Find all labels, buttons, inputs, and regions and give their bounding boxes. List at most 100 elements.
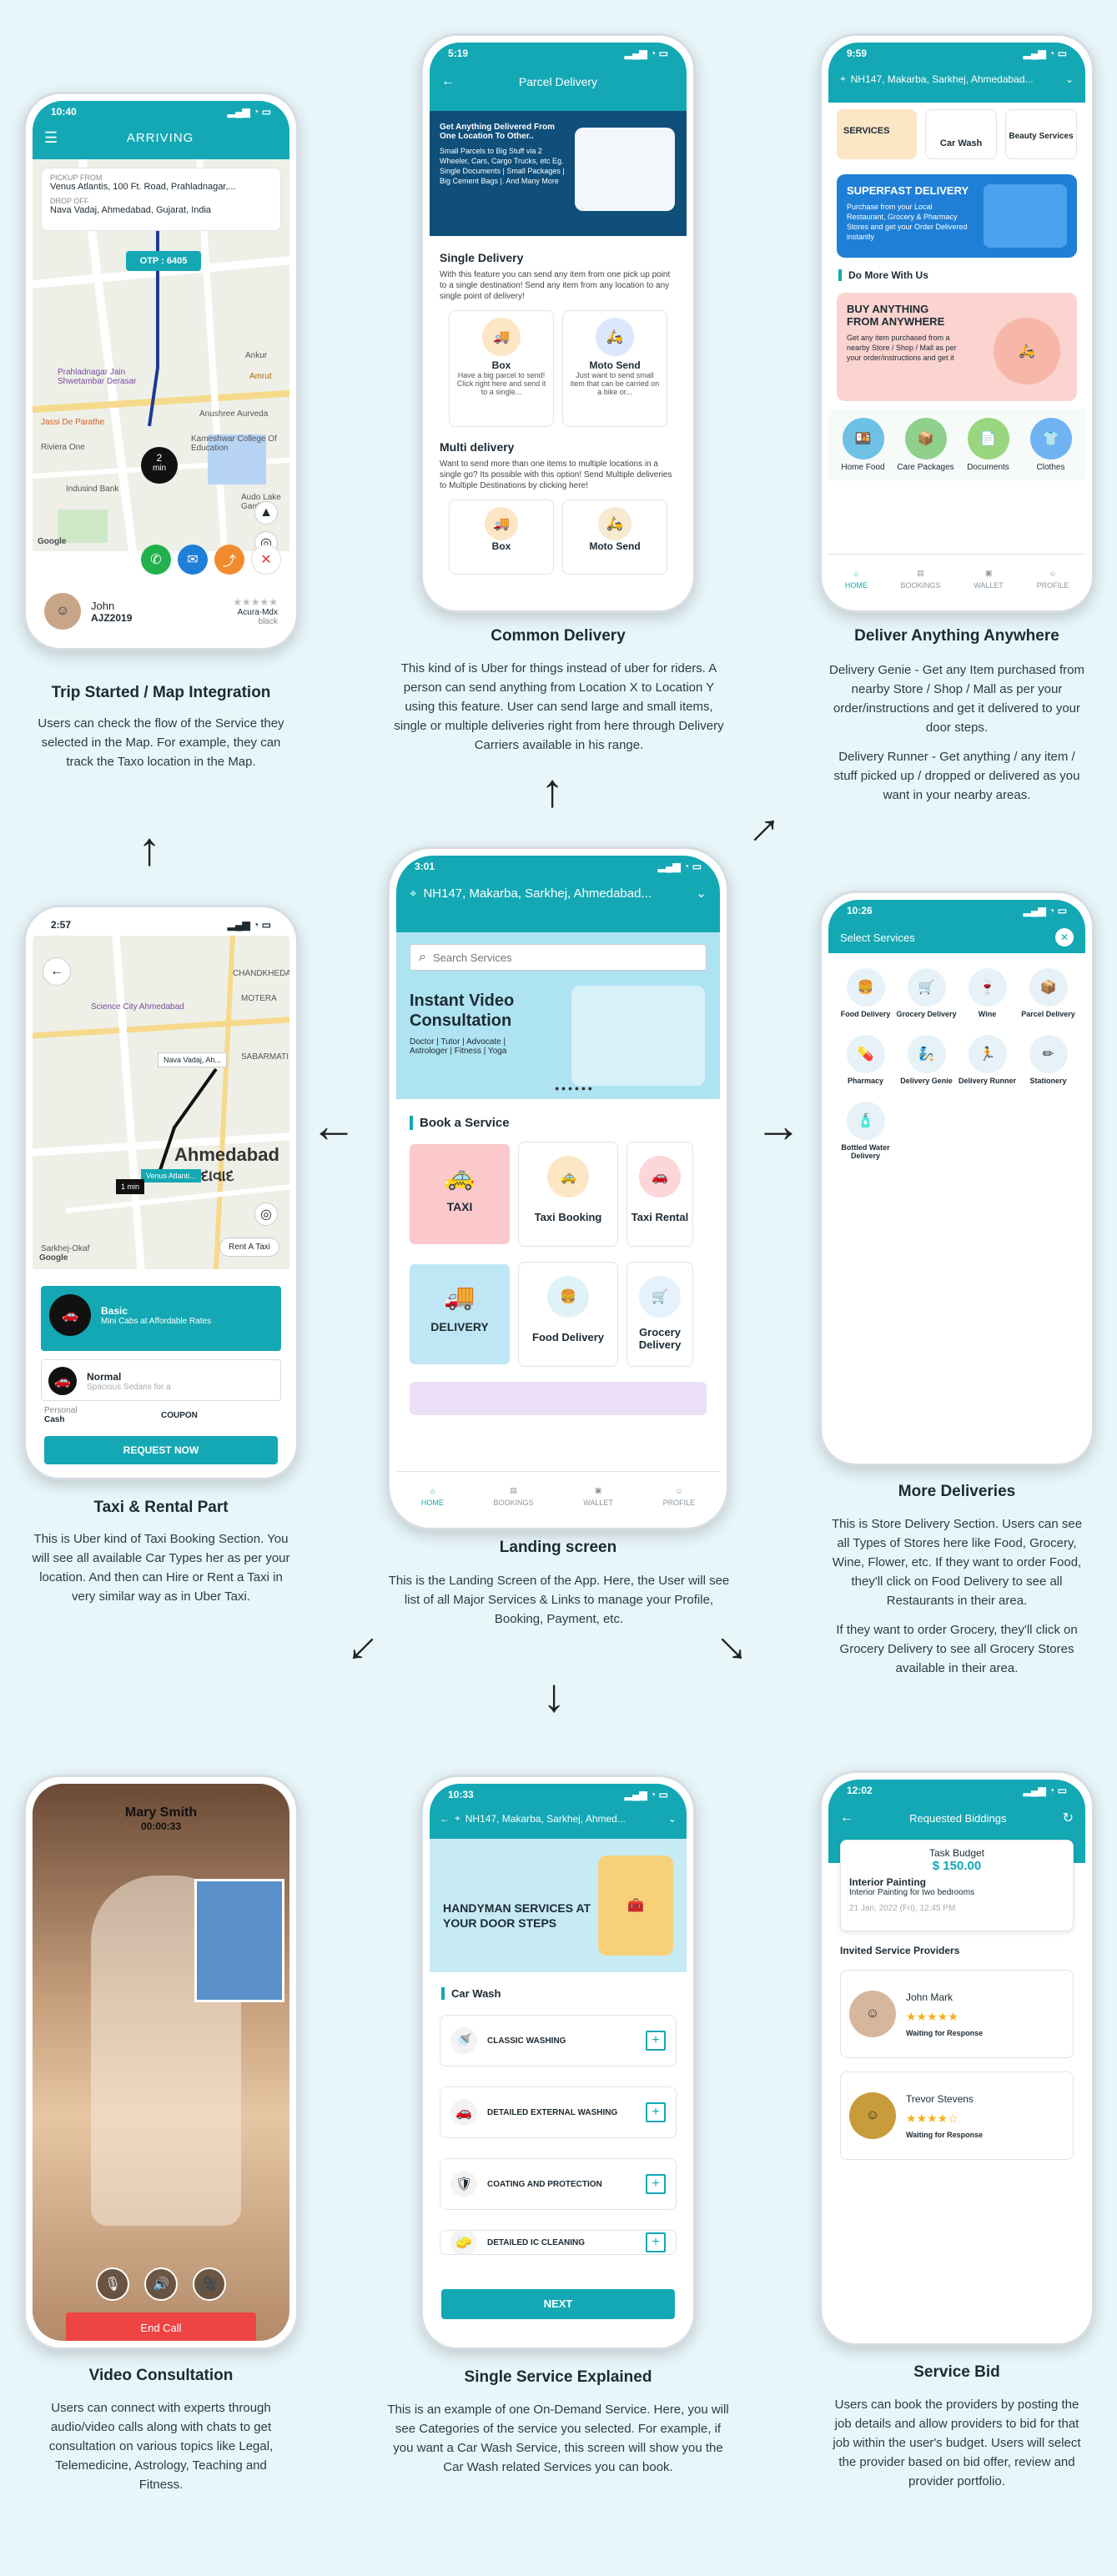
multi-moto-option[interactable]: 🛵 Moto Send xyxy=(562,500,667,575)
search-input[interactable] xyxy=(432,951,697,964)
locate-icon[interactable]: ◎ xyxy=(254,1203,278,1226)
parcel-phone: 5:19▂▄▆ ◔ ▭ ← Parcel Delivery Get Anythi… xyxy=(420,33,696,613)
service-bottled-water[interactable]: 🧴Bottled Water Delivery xyxy=(835,1102,896,1160)
single-caption: Single Service Explained xyxy=(464,2368,652,2386)
phone-icon[interactable]: ✆ xyxy=(141,545,171,575)
service-food-delivery[interactable]: 🍔Food Delivery xyxy=(835,968,896,1018)
nav-bookings[interactable]: ▤BOOKINGS xyxy=(493,1486,534,1507)
service-grid: 🍔Food Delivery 🛒Grocery Delivery 🍷Wine 📦… xyxy=(828,953,1085,1175)
close-icon[interactable]: ✕ xyxy=(1055,928,1074,947)
category-home-food[interactable]: 🍱Home Food xyxy=(833,418,893,472)
more-categories-row[interactable] xyxy=(410,1382,707,1415)
deliver-phone: 9:59▂▄▆ ◔ ▭ ⌖ NH147, Makarba, Sarkhej, A… xyxy=(819,33,1094,613)
end-call-button[interactable]: End Call xyxy=(66,2312,256,2341)
nav-profile[interactable]: ☺PROFILE xyxy=(1036,569,1069,590)
service-item[interactable]: 🧽DETAILED IC CLEANING+ xyxy=(440,2230,677,2255)
location-text[interactable]: NH147, Makarba, Sarkhej, Ahmedabad... xyxy=(850,73,1034,85)
search-box[interactable]: ⌕ xyxy=(410,944,707,971)
nav-wallet[interactable]: ▣WALLET xyxy=(583,1486,613,1507)
beauty-tile[interactable]: Beauty Services xyxy=(1005,109,1077,159)
trip-map[interactable]: Prahladnagar Jain Shwetambar Derasar Jas… xyxy=(33,159,289,551)
car-wash-tile[interactable]: Car Wash xyxy=(925,109,998,159)
service-item[interactable]: 🚿CLASSIC WASHING+ xyxy=(440,2015,677,2066)
speaker-icon[interactable]: 🔊 xyxy=(144,2267,178,2301)
back-arrow-icon[interactable]: ← xyxy=(43,957,71,986)
banner-subtitle: Doctor | Tutor | Advocate | Astrologer |… xyxy=(410,1037,507,1056)
video-camera-icon[interactable]: 🎥 xyxy=(193,2267,226,2301)
service-item[interactable]: 🚗DETAILED EXTERNAL WASHING+ xyxy=(440,2086,677,2138)
bookings-icon: ▤ xyxy=(917,569,924,577)
signal-icon: ▂▄▆ ◔ ▭ xyxy=(1023,1785,1067,1796)
trip-caption: Trip Started / Map Integration xyxy=(51,684,271,701)
service-delivery-genie[interactable]: 🧞Delivery Genie xyxy=(896,1035,957,1085)
landing-header-bar: 3:01▂▄▆ ◔ ▭ ⌖ NH147, Makarba, Sarkhej, A… xyxy=(396,856,720,932)
category-clothes[interactable]: 👕Clothes xyxy=(1021,418,1081,472)
service-stationery[interactable]: ✏Stationery xyxy=(1018,1035,1079,1085)
menu-icon[interactable]: ☰ xyxy=(44,128,58,146)
drop-tag: Venus Atlanti... xyxy=(141,1169,201,1183)
more-desc: This is Store Delivery Section. Users ca… xyxy=(826,1514,1088,1688)
share-icon[interactable]: ⤴ xyxy=(214,545,244,575)
multi-box-option[interactable]: 🚚 Box xyxy=(449,500,554,575)
nav-home[interactable]: ⌂HOME xyxy=(844,569,868,590)
superfast-banner[interactable]: SUPERFAST DELIVERY Purchase from your Lo… xyxy=(837,174,1077,258)
box-option[interactable]: 🚚 Box Have a big parcel to send! Click r… xyxy=(449,310,554,427)
food-delivery-tile[interactable]: 🍔Food Delivery xyxy=(518,1262,618,1367)
delivery-category[interactable]: 🚚DELIVERY xyxy=(410,1264,510,1364)
back-arrow-icon[interactable]: ← xyxy=(440,1812,450,1825)
buy-anything-banner[interactable]: BUY ANYTHING FROM ANYWHERE Get any item … xyxy=(837,293,1077,401)
task-card[interactable]: Task Budget $ 150.00 Interior Painting I… xyxy=(840,1840,1074,1931)
chevron-down-icon[interactable]: ⌄ xyxy=(667,1812,677,1825)
category-care-packages[interactable]: 📦Care Packages xyxy=(896,418,956,472)
nav-bookings[interactable]: ▤BOOKINGS xyxy=(900,569,941,590)
carousel-dots-icon[interactable]: ● ● ● ● ● ● xyxy=(555,1084,593,1092)
moto-option[interactable]: 🛵 Moto Send Just want to send small item… xyxy=(562,310,667,427)
request-now-button[interactable]: REQUEST NOW xyxy=(44,1436,278,1464)
taxi-booking-tile[interactable]: 🚕Taxi Booking xyxy=(518,1142,618,1247)
multi-box-title: Box xyxy=(491,540,511,552)
nav-home[interactable]: ⌂HOME xyxy=(420,1486,444,1507)
compass-icon[interactable]: ▲ xyxy=(254,501,278,525)
category-documents[interactable]: 📄Documents xyxy=(959,418,1019,472)
service-grocery-delivery[interactable]: 🛒Grocery Delivery xyxy=(896,968,957,1018)
service-parcel-delivery[interactable]: 📦Parcel Delivery xyxy=(1018,968,1079,1018)
chevron-down-icon[interactable]: ⌄ xyxy=(696,886,707,901)
back-arrow-icon[interactable]: ← xyxy=(441,74,455,88)
rent-taxi-button[interactable]: Rent A Taxi xyxy=(219,1238,279,1257)
self-video-preview[interactable] xyxy=(194,1879,284,2002)
services-tile[interactable]: SERVICES xyxy=(837,109,918,159)
taxi-rental-tile[interactable]: 🚗Taxi Rental xyxy=(626,1142,693,1247)
location-text[interactable]: NH147, Makarba, Sarkhej, Ahmedabad... xyxy=(423,886,652,901)
location-text[interactable]: NH147, Makarba, Sarkhej, Ahmed... xyxy=(465,1812,626,1825)
back-arrow-icon[interactable]: ← xyxy=(840,1810,853,1825)
coupon-button[interactable]: COUPON xyxy=(161,1410,198,1420)
chevron-down-icon[interactable]: ⌄ xyxy=(1064,73,1074,85)
nav-wallet[interactable]: ▣WALLET xyxy=(974,569,1004,590)
grocery-delivery-tile[interactable]: 🛒Grocery Delivery xyxy=(626,1262,693,1367)
next-button[interactable]: NEXT xyxy=(441,2289,675,2319)
map-label: Science City Ahmedabad xyxy=(91,1002,184,1012)
cancel-icon[interactable]: ✕ xyxy=(251,545,281,575)
nav-profile[interactable]: ☺PROFILE xyxy=(662,1486,696,1507)
call-info: Mary Smith 00:00:33 xyxy=(33,1784,289,1832)
refresh-icon[interactable]: ↻ xyxy=(1062,1811,1074,1825)
chat-icon[interactable]: ✉ xyxy=(178,545,208,575)
service-delivery-runner[interactable]: 🏃Delivery Runner xyxy=(957,1035,1018,1085)
service-pharmacy[interactable]: 💊Pharmacy xyxy=(835,1035,896,1085)
task-title: Interior Painting xyxy=(849,1876,927,1888)
provider-card[interactable]: ☺ John Mark ★★★★★ Waiting for Response xyxy=(840,1970,1074,2058)
service-item[interactable]: 🛡COATING AND PROTECTION+ xyxy=(440,2158,677,2210)
provider-card[interactable]: ☺ Trevor Stevens ★★★★☆ Waiting for Respo… xyxy=(840,2071,1074,2160)
service-wine[interactable]: 🍷Wine xyxy=(957,968,1018,1018)
home-icon: ⌂ xyxy=(430,1486,435,1495)
car-icon: 🚗 xyxy=(49,1294,91,1336)
bid-phone: 12:02▂▄▆ ◔ ▭ ← Requested Biddings ↻ Task… xyxy=(819,1770,1094,2346)
taxi-category[interactable]: 🚕TAXI xyxy=(410,1144,510,1244)
taxi-map[interactable]: Science City Ahmedabad CHANDKHEDA Ahmeda… xyxy=(33,936,289,1269)
consultation-banner[interactable]: ⌕ Instant Video Consultation Doctor | Tu… xyxy=(396,932,720,1099)
trip-desc: Users can check the flow of the Service … xyxy=(38,716,284,769)
mute-mic-icon[interactable]: 🎙 xyxy=(96,2267,129,2301)
